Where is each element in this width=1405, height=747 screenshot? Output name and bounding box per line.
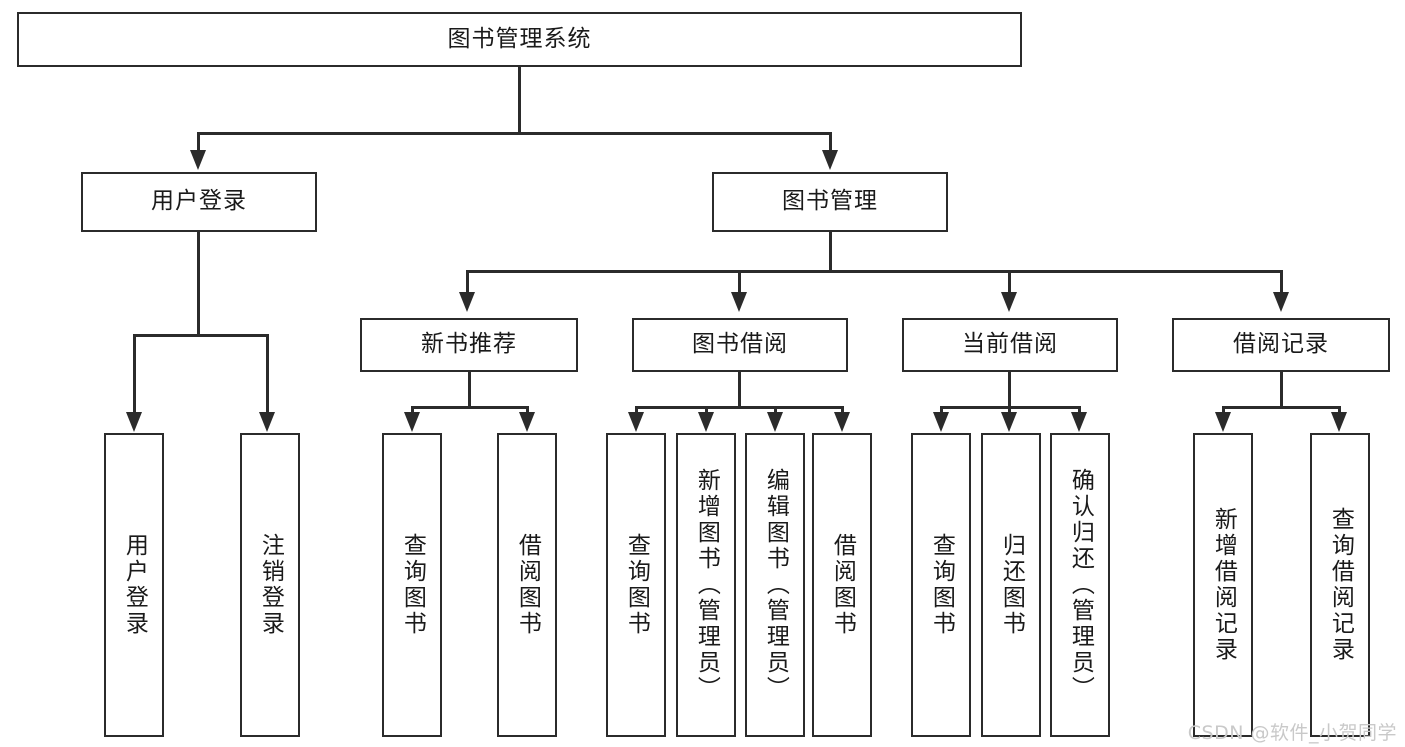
root-node[interactable]: 图书管理系统 (17, 12, 1022, 67)
connector-borrow-record-drop-2 (1338, 406, 1341, 416)
connector-level2-left-drop (197, 132, 200, 154)
connector-book-borrow-stem (738, 372, 741, 408)
connector-book-borrow-bus (635, 406, 842, 409)
leaf-query-book-1-label: 查询图书 (399, 533, 426, 637)
connector-current-borrow-drop-1 (940, 406, 943, 416)
leaf-query-book-2-label: 查询图书 (623, 533, 650, 637)
connector-book-borrow-drop-3 (774, 406, 777, 416)
connector-root-stem (518, 67, 521, 134)
arrow-to-leaf-confirm-return-admin (1071, 412, 1087, 432)
leaf-return-book[interactable]: 归还图书 (981, 433, 1041, 737)
arrow-to-borrow-record (1273, 292, 1289, 312)
connector-user-login-drop-1 (133, 334, 136, 416)
leaf-edit-book-admin-label: 编辑图书（管理员） (762, 468, 789, 702)
node-book-borrow[interactable]: 图书借阅 (632, 318, 848, 372)
leaf-query-borrow-record[interactable]: 查询借阅记录 (1310, 433, 1370, 737)
leaf-borrow-book-1-label: 借阅图书 (514, 533, 541, 637)
leaf-borrow-book-1[interactable]: 借阅图书 (497, 433, 557, 737)
connector-level3-drop-1 (466, 270, 469, 294)
connector-user-login-bus (133, 334, 269, 337)
connector-user-login-stem (197, 232, 200, 336)
connector-borrow-record-stem (1280, 372, 1283, 408)
leaf-query-book-2[interactable]: 查询图书 (606, 433, 666, 737)
arrow-to-leaf-add-borrow-record (1215, 412, 1231, 432)
arrow-to-leaf-return-book (1001, 412, 1017, 432)
leaf-add-borrow-record[interactable]: 新增借阅记录 (1193, 433, 1253, 737)
node-user-login[interactable]: 用户登录 (81, 172, 317, 232)
root-node-label: 图书管理系统 (447, 25, 592, 52)
connector-borrow-record-drop-1 (1222, 406, 1225, 416)
leaf-return-book-label: 归还图书 (998, 533, 1025, 637)
connector-current-borrow-drop-3 (1078, 406, 1081, 416)
node-new-book-recommend-label: 新书推荐 (421, 331, 517, 358)
leaf-logout-label: 注销登录 (257, 533, 284, 637)
connector-user-login-drop-2 (266, 334, 269, 416)
connector-level3-drop-4 (1280, 270, 1283, 294)
connector-book-borrow-drop-2 (705, 406, 708, 416)
connector-book-management-stem (829, 232, 832, 272)
arrow-to-new-book-recommend (459, 292, 475, 312)
leaf-confirm-return-admin[interactable]: 确认归还（管理员） (1050, 433, 1110, 737)
arrow-to-leaf-user-login (126, 412, 142, 432)
leaf-user-login[interactable]: 用户登录 (104, 433, 164, 737)
node-current-borrow[interactable]: 当前借阅 (902, 318, 1118, 372)
node-current-borrow-label: 当前借阅 (962, 331, 1058, 358)
leaf-add-book-admin-label: 新增图书（管理员） (693, 468, 720, 702)
arrow-to-leaf-query-book-2 (628, 412, 644, 432)
node-borrow-record-label: 借阅记录 (1233, 331, 1329, 358)
arrow-to-book-borrow (731, 292, 747, 312)
connector-new-book-bus (411, 406, 529, 409)
leaf-borrow-book-2[interactable]: 借阅图书 (812, 433, 872, 737)
connector-current-borrow-drop-2 (1008, 406, 1011, 416)
arrow-to-current-borrow (1001, 292, 1017, 312)
arrow-to-leaf-borrow-book-2 (834, 412, 850, 432)
arrow-to-leaf-query-borrow-record (1331, 412, 1347, 432)
arrow-to-user-login (190, 150, 206, 170)
connector-new-book-drop-1 (411, 406, 414, 416)
connector-book-borrow-drop-1 (635, 406, 638, 416)
arrow-to-leaf-query-book-1 (404, 412, 420, 432)
arrow-to-leaf-edit-book-admin (767, 412, 783, 432)
leaf-edit-book-admin[interactable]: 编辑图书（管理员） (745, 433, 805, 737)
connector-new-book-drop-2 (526, 406, 529, 416)
connector-current-borrow-stem (1008, 372, 1011, 408)
connector-new-book-stem (468, 372, 471, 408)
leaf-borrow-book-2-label: 借阅图书 (829, 533, 856, 637)
node-book-borrow-label: 图书借阅 (692, 331, 788, 358)
node-new-book-recommend[interactable]: 新书推荐 (360, 318, 578, 372)
connector-level3-drop-2 (738, 270, 741, 294)
arrow-to-leaf-add-book-admin (698, 412, 714, 432)
arrow-to-leaf-logout (259, 412, 275, 432)
node-user-login-label: 用户登录 (151, 188, 247, 215)
node-borrow-record[interactable]: 借阅记录 (1172, 318, 1390, 372)
leaf-add-borrow-record-label: 新增借阅记录 (1210, 507, 1237, 663)
leaf-query-borrow-record-label: 查询借阅记录 (1327, 507, 1354, 663)
watermark-text: CSDN @软件_小贺同学 (1187, 722, 1397, 744)
connector-level2-bus (197, 132, 831, 135)
leaf-query-book-1[interactable]: 查询图书 (382, 433, 442, 737)
leaf-add-book-admin[interactable]: 新增图书（管理员） (676, 433, 736, 737)
connector-book-borrow-drop-4 (841, 406, 844, 416)
leaf-confirm-return-admin-label: 确认归还（管理员） (1067, 468, 1094, 702)
arrow-to-leaf-query-book-3 (933, 412, 949, 432)
connector-borrow-record-bus (1222, 406, 1340, 409)
leaf-query-book-3[interactable]: 查询图书 (911, 433, 971, 737)
leaf-user-login-label: 用户登录 (121, 533, 148, 637)
connector-level3-drop-3 (1008, 270, 1011, 294)
connector-level2-right-drop (829, 132, 832, 154)
node-book-management[interactable]: 图书管理 (712, 172, 948, 232)
arrow-to-leaf-borrow-book-1 (519, 412, 535, 432)
arrow-to-book-management (822, 150, 838, 170)
node-book-management-label: 图书管理 (782, 188, 878, 215)
leaf-query-book-3-label: 查询图书 (928, 533, 955, 637)
leaf-logout[interactable]: 注销登录 (240, 433, 300, 737)
connector-level3-bus (466, 270, 1282, 273)
